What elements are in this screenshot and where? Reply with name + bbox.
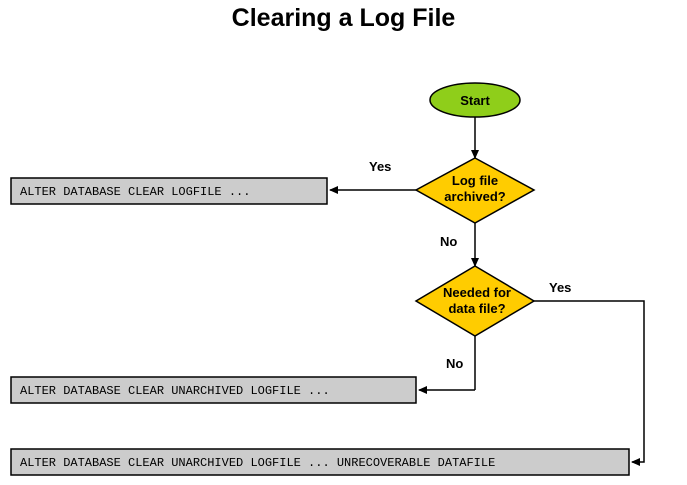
edge-needed-yes-to-unrecoverable: [533, 300, 645, 466]
edge-label-needed-no: No: [446, 356, 463, 371]
decision-needed-shape: [414, 265, 536, 337]
start-ellipse: [429, 82, 521, 118]
command-clear-unarchived: ALTER DATABASE CLEAR UNARCHIVED LOGFILE …: [10, 376, 417, 404]
command-clear-unarchived-box: [10, 376, 417, 404]
start-label: Start: [460, 93, 490, 108]
decision-needed-line-2: data file?: [448, 301, 505, 316]
command-clear-unrecoverable-text: ALTER DATABASE CLEAR UNARCHIVED LOGFILE …: [20, 456, 495, 470]
command-clear-logfile-box: [10, 177, 328, 205]
command-clear-logfile: ALTER DATABASE CLEAR LOGFILE ...: [10, 177, 328, 205]
edge-label-needed-yes: Yes: [549, 280, 571, 295]
decision-archived: Log file archived?: [414, 157, 536, 224]
edge-label-archived-yes: Yes: [369, 159, 391, 174]
decision-archived-line-2: archived?: [444, 189, 505, 204]
command-clear-logfile-text: ALTER DATABASE CLEAR LOGFILE ...: [20, 185, 250, 199]
decision-archived-shape: [414, 157, 536, 224]
command-clear-unarchived-text: ALTER DATABASE CLEAR UNARCHIVED LOGFILE …: [20, 384, 330, 398]
decision-archived-line-1: Log file: [452, 173, 498, 188]
edge-label-archived-no: No: [440, 234, 457, 249]
start-node: Start: [429, 82, 521, 118]
command-clear-unrecoverable-box: [10, 448, 630, 476]
decision-needed-line-1: Needed for: [443, 285, 511, 300]
page-title: Clearing a Log File: [231, 4, 456, 32]
decision-needed: Needed for data file?: [414, 265, 536, 337]
command-clear-unrecoverable: ALTER DATABASE CLEAR UNARCHIVED LOGFILE …: [10, 448, 630, 476]
